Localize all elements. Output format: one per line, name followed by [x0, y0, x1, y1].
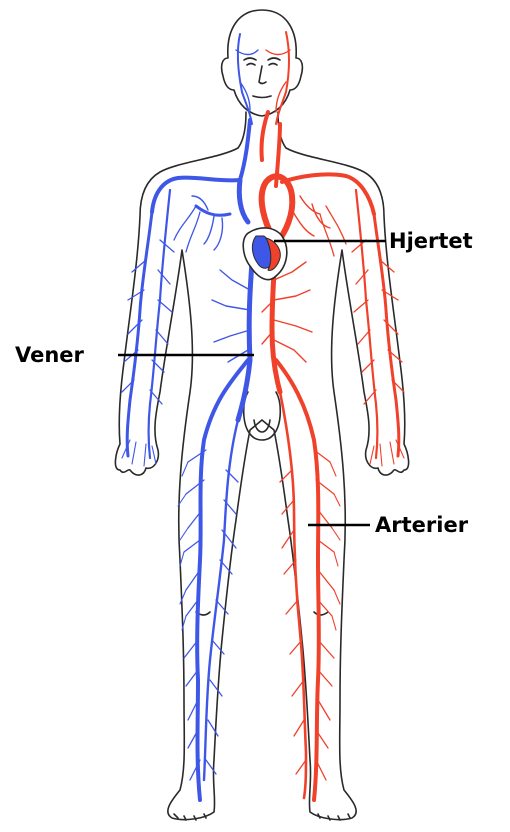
veins-label: Vener — [15, 343, 85, 367]
heart-label: Hjertet — [389, 229, 473, 253]
arteries — [261, 32, 404, 800]
arteries-label: Arterier — [375, 513, 469, 537]
